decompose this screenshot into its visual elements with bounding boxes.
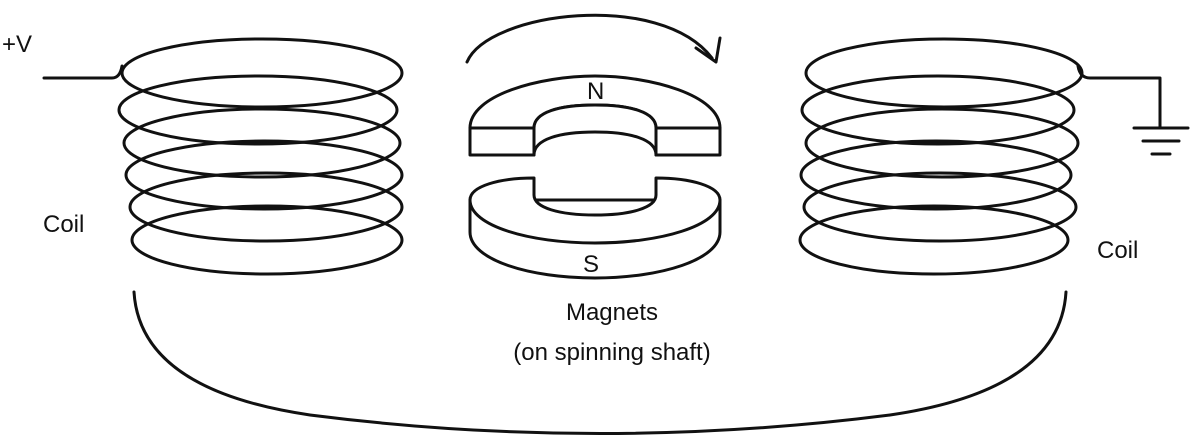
magnets-subtitle: (on spinning shaft) [513,339,710,366]
magnet-south-top-face [468,176,722,245]
right-coil-turn [804,107,1080,179]
left-coil-turn [124,139,404,211]
magnet-north-side [654,126,722,157]
left-coil-turn [130,204,404,276]
ground-wire [1076,64,1162,130]
curved-arrow-icon [465,13,722,64]
magnet-south [468,176,722,280]
left-coil-turn [117,74,399,146]
north-pole-label: N [587,78,604,105]
magnet-north-inner-wall [532,103,658,157]
right-coil-turn [802,171,1078,243]
left-coil-turn [122,107,402,179]
right-coil-turn [798,204,1070,276]
left-coil-label: Coil [43,211,84,238]
left-coil [117,37,404,276]
connecting-wire [132,290,1068,435]
right-coil [798,37,1084,276]
right-coil-turn [799,139,1073,211]
ground-symbol-icon [1132,126,1190,156]
left-coil-turn [120,37,404,109]
supply-voltage-label: +V [2,31,32,58]
right-coil-turn [800,74,1076,146]
magnets-title: Magnets [566,299,658,326]
south-pole-label: S [583,251,599,278]
magnet-north-side [468,126,536,157]
left-coil-turn [128,171,404,243]
supply-wire [42,64,124,80]
right-coil-turn [804,37,1084,109]
right-coil-label: Coil [1097,237,1138,264]
magnet-north [468,74,722,157]
